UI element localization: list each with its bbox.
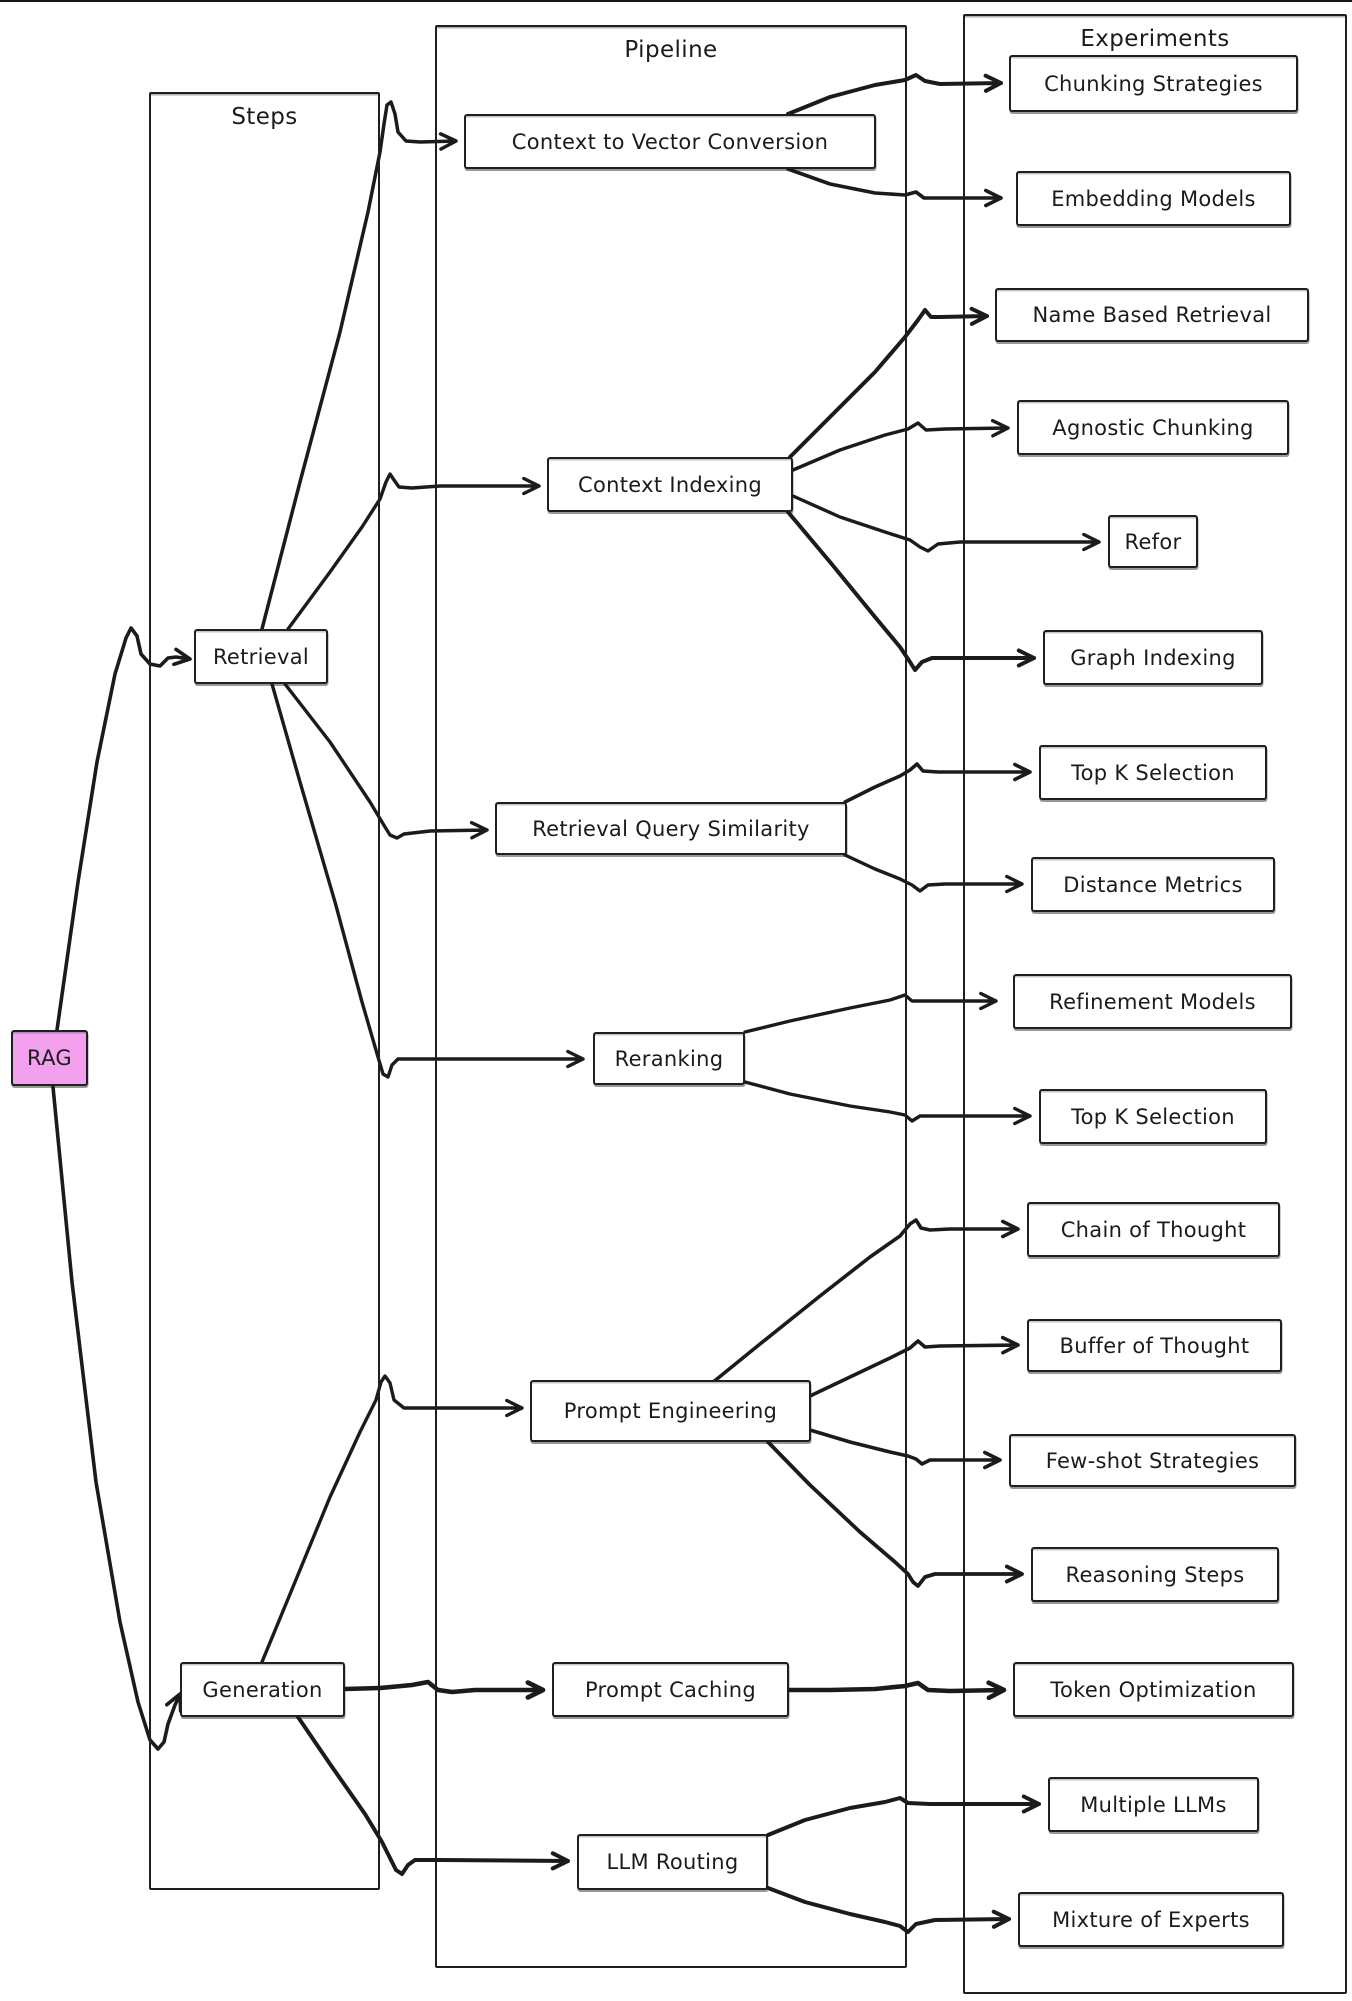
node-ctvc: Context to Vector Conversion [464, 114, 876, 169]
node-topk1: Top K Selection [1039, 745, 1267, 800]
node-distance: Distance Metrics [1031, 857, 1275, 912]
node-label-topk1: Top K Selection [1071, 760, 1235, 785]
node-label-refine: Refinement Models [1049, 989, 1256, 1014]
node-label-nbr: Name Based Retrieval [1032, 303, 1272, 327]
node-cot: Chain of Thought [1027, 1202, 1280, 1257]
node-label-fss: Few-shot Strategies [1045, 1448, 1260, 1473]
node-rerank: Reranking [593, 1032, 745, 1085]
node-chunking: Chunking Strategies [1009, 55, 1298, 112]
container-experiments: Experiments [963, 14, 1347, 1994]
node-embed: Embedding Models [1016, 171, 1291, 226]
node-fss: Few-shot Strategies [1009, 1434, 1296, 1487]
container-pipeline: Pipeline [435, 25, 907, 1968]
node-nbr: Name Based Retrieval [995, 288, 1309, 342]
node-label-embed: Embedding Models [1051, 186, 1256, 211]
node-label-topk2: Top K Selection [1071, 1104, 1235, 1129]
node-label-rsteps: Reasoning Steps [1065, 1562, 1245, 1587]
node-mllm: Multiple LLMs [1048, 1777, 1259, 1832]
node-label-token: Token Optimization [1050, 1677, 1257, 1702]
container-label-experiments: Experiments [1080, 26, 1230, 52]
container-label-steps: Steps [231, 104, 298, 130]
node-generation: Generation [180, 1662, 345, 1717]
node-moe: Mixture of Experts [1018, 1892, 1284, 1947]
node-label-rag: RAG [27, 1046, 72, 1070]
node-label-llmr: LLM Routing [606, 1850, 739, 1874]
node-retrieval: Retrieval [194, 629, 328, 684]
node-label-moe: Mixture of Experts [1052, 1907, 1250, 1932]
node-graph: Graph Indexing [1043, 630, 1263, 685]
node-topk2: Top K Selection [1039, 1089, 1267, 1144]
node-label-retrieval: Retrieval [212, 644, 310, 669]
node-label-pe: Prompt Engineering [563, 1399, 778, 1423]
container-label-pipeline: Pipeline [624, 37, 718, 63]
node-label-agnostic: Agnostic Chunking [1052, 415, 1254, 440]
node-label-chunking: Chunking Strategies [1044, 71, 1263, 96]
node-rsteps: Reasoning Steps [1031, 1547, 1279, 1602]
node-label-bot: Buffer of Thought [1059, 1333, 1250, 1358]
node-token: Token Optimization [1013, 1662, 1294, 1717]
node-refor: Refor [1108, 515, 1198, 568]
node-bot: Buffer of Thought [1027, 1319, 1282, 1372]
node-label-ci: Context Indexing [577, 472, 763, 497]
node-ci: Context Indexing [547, 457, 793, 512]
node-label-distance: Distance Metrics [1063, 872, 1243, 897]
node-rag: RAG [11, 1030, 88, 1086]
node-label-refor: Refor [1124, 529, 1182, 554]
node-label-mllm: Multiple LLMs [1080, 1792, 1227, 1817]
node-refine: Refinement Models [1013, 974, 1292, 1029]
node-label-rerank: Reranking [614, 1046, 724, 1071]
node-label-graph: Graph Indexing [1070, 645, 1236, 670]
node-label-ctvc: Context to Vector Conversion [511, 129, 829, 154]
node-label-generation: Generation [202, 1677, 323, 1702]
node-pe: Prompt Engineering [530, 1380, 811, 1442]
node-agnostic: Agnostic Chunking [1017, 400, 1289, 455]
node-label-cot: Chain of Thought [1060, 1217, 1247, 1242]
node-llmr: LLM Routing [577, 1834, 768, 1890]
node-pc: Prompt Caching [552, 1662, 789, 1717]
node-label-rqs: Retrieval Query Similarity [532, 816, 810, 841]
container-steps: Steps [149, 92, 380, 1890]
node-rqs: Retrieval Query Similarity [495, 802, 847, 855]
node-label-pc: Prompt Caching [584, 1677, 757, 1702]
